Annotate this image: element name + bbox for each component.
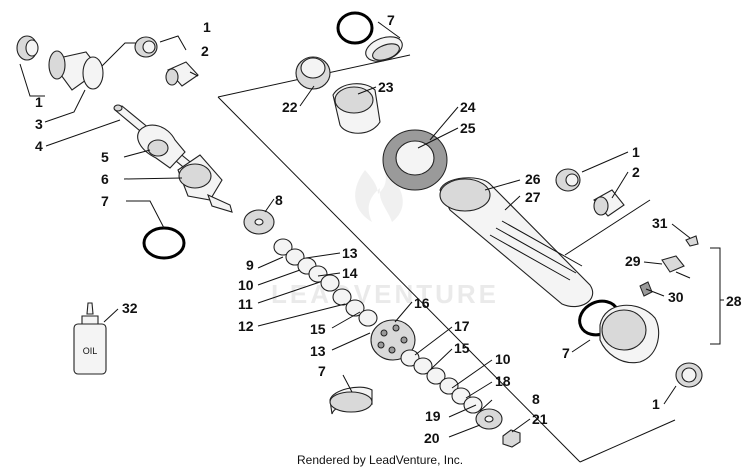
callout-9: 9	[246, 257, 254, 273]
callout-5: 5	[101, 149, 109, 165]
bushing-1-top-left	[16, 35, 39, 61]
callout-18: 18	[495, 373, 511, 389]
o-ring-7-left	[142, 226, 186, 260]
callout-labels: 1 2 1 3 4 5 6 7 8 9 10 11 12 13 14 15 13…	[35, 12, 742, 446]
sleeve-3	[48, 50, 104, 91]
callout-20: 20	[424, 430, 440, 446]
washer-8-lower	[475, 408, 503, 430]
callout-14: 14	[342, 265, 358, 281]
callout-30: 30	[668, 289, 684, 305]
callout-32: 32	[122, 300, 138, 316]
washer-8-upper	[243, 209, 275, 235]
callout-6: 6	[101, 171, 109, 187]
callout-2-top: 2	[201, 43, 209, 59]
oil-bottle-32: OIL	[73, 302, 107, 375]
callout-1-left: 1	[35, 94, 43, 110]
spacer-2-top	[165, 61, 199, 87]
callout-2-right: 2	[632, 164, 640, 180]
callout-17: 17	[454, 318, 470, 334]
callout-31: 31	[652, 215, 668, 231]
bushing-1-top-center	[134, 36, 158, 58]
callout-13-upper: 13	[342, 245, 358, 261]
bushing-1-bottom-right	[675, 362, 703, 388]
callout-26: 26	[525, 171, 541, 187]
callout-1-top: 1	[203, 19, 211, 35]
callout-22: 22	[282, 99, 298, 115]
valve-29	[661, 255, 691, 279]
callout-1-bottom-right: 1	[652, 396, 660, 412]
callout-7-right: 7	[562, 345, 570, 361]
callout-4: 4	[35, 138, 43, 154]
eyelet-5	[137, 124, 186, 169]
spacer-2-right	[593, 189, 625, 217]
callout-7-lower: 7	[318, 363, 326, 379]
footer-credit: Rendered by LeadVenture, Inc.	[297, 453, 463, 467]
callout-23: 23	[378, 79, 394, 95]
callout-13-lower: 13	[310, 343, 326, 359]
callout-29: 29	[625, 253, 641, 269]
shim-stack-lower	[400, 349, 483, 414]
callout-7-top: 7	[387, 12, 395, 28]
bushing-1-right	[555, 168, 581, 192]
screw-31	[685, 235, 699, 247]
piston-16	[370, 319, 416, 361]
reservoir-body-28	[599, 304, 660, 364]
callout-25: 25	[460, 120, 476, 136]
callout-10-upper: 10	[238, 277, 254, 293]
callout-15-lower: 15	[454, 340, 470, 356]
callout-19: 19	[425, 408, 441, 424]
body-26	[439, 177, 593, 308]
nut-21	[502, 429, 521, 448]
callout-24: 24	[460, 99, 476, 115]
callout-27: 27	[525, 189, 541, 205]
callout-7-left: 7	[101, 193, 109, 209]
sleeve-23	[332, 83, 381, 134]
shim-stack-upper	[273, 238, 378, 327]
o-ring-7-top	[336, 11, 374, 45]
callout-3: 3	[35, 116, 43, 132]
oil-label: OIL	[83, 346, 98, 356]
watermark-text: LEADVENTURE	[271, 279, 499, 309]
callout-15-upper: 15	[310, 321, 326, 337]
callout-16: 16	[414, 295, 430, 311]
callout-8-lower: 8	[532, 391, 540, 407]
callout-10-lower: 10	[495, 351, 511, 367]
callout-8-upper: 8	[275, 192, 283, 208]
reservoir-cap-22	[295, 56, 331, 90]
watermark: LEADVENTURE	[271, 170, 499, 309]
callout-28: 28	[726, 293, 742, 309]
seal-ring-7-lower	[329, 386, 373, 415]
piston-body-6	[177, 154, 233, 213]
callout-11: 11	[238, 296, 253, 312]
callout-12: 12	[238, 318, 254, 334]
leader-lines	[19, 21, 724, 438]
seal-ring-7-top	[365, 36, 403, 62]
group-outline-lines	[99, 42, 676, 463]
callout-21: 21	[532, 411, 548, 427]
callout-1-right: 1	[632, 144, 640, 160]
adjuster-ring-24	[382, 129, 448, 191]
